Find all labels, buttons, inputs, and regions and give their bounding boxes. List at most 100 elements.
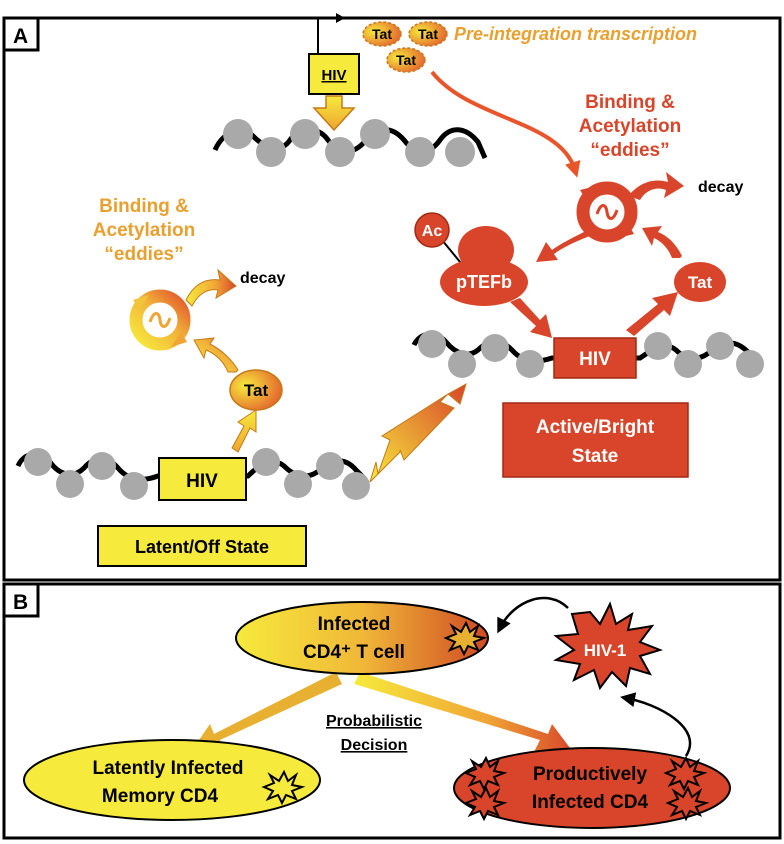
virus-to-cell-arrow <box>497 596 569 634</box>
virus-starburst-icon <box>463 755 508 792</box>
ptefb-body <box>440 258 528 306</box>
left-eddy-cycle-icon <box>129 289 191 351</box>
nucleosome <box>256 137 286 167</box>
infected-line1: Infected <box>318 614 391 635</box>
ac-label: Ac <box>422 223 443 240</box>
nucleosome <box>644 332 672 360</box>
ptefb-to-hiv-arrow <box>510 298 552 338</box>
nucleosome <box>481 334 509 362</box>
left-hiv-to-tat-arrow <box>231 409 257 453</box>
nucleosome <box>360 119 390 149</box>
productive-line2: Infected CD4 <box>532 792 649 813</box>
left-binding-line1: Binding & <box>99 196 189 217</box>
virus-starburst-icon <box>663 755 708 792</box>
productive-cell <box>453 747 731 829</box>
nucleosome <box>516 350 544 378</box>
nucleosome <box>445 137 475 167</box>
panel-a-frame <box>2 16 782 582</box>
tat-label-3: Tat <box>396 52 416 68</box>
left-tat-label: Tat <box>244 381 269 400</box>
nucleosome <box>252 448 280 476</box>
nucleosome <box>342 472 370 500</box>
top-down-arrow <box>312 95 356 132</box>
eddy-to-ptefb-arrow <box>536 230 590 262</box>
nucleosome <box>448 350 476 378</box>
latent-state-label: Latent/Off State <box>135 537 269 557</box>
panel-b-label: B <box>13 591 28 614</box>
tat-oval-1 <box>362 21 402 47</box>
panel-a-label-box <box>2 16 40 52</box>
latent-cell <box>23 739 321 821</box>
right-binding-line1: Binding & <box>585 92 675 113</box>
left-hiv-label: HIV <box>186 471 218 492</box>
nucleosome <box>418 330 446 358</box>
virus-starburst-icon <box>443 620 488 657</box>
active-state-box <box>502 402 689 478</box>
active-state-line1: Active/Bright <box>536 417 655 438</box>
right-hiv-gene <box>553 337 637 379</box>
top-nucleosomes <box>223 119 475 167</box>
latent-state-box <box>97 525 307 567</box>
latent-line2: Memory CD4 <box>102 786 219 807</box>
left-hiv-gene <box>158 457 247 501</box>
nucleosome <box>56 470 84 498</box>
nucleosome <box>316 452 344 480</box>
left-nucleosomes <box>24 448 370 500</box>
tat-oval-3 <box>386 47 426 73</box>
hiv1-label: HIV-1 <box>584 641 627 660</box>
right-decay-label: decay <box>698 179 743 196</box>
left-binding-line2: Acetylation <box>93 220 195 241</box>
infected-cell <box>235 601 489 675</box>
ptefb-label: pTEFb <box>456 272 512 292</box>
nucleosome <box>736 350 764 378</box>
right-nucleosomes <box>418 330 764 378</box>
tat-oval-2 <box>408 21 448 47</box>
right-decay-arrow <box>628 172 684 200</box>
nucleosome <box>120 472 148 500</box>
top-hiv-label: HIV <box>321 67 346 84</box>
nucleosome <box>290 119 320 149</box>
productive-line1: Productively <box>533 764 647 785</box>
nucleosome <box>24 448 52 476</box>
panel-b-frame <box>2 582 782 840</box>
right-tat-label: Tat <box>688 273 713 292</box>
nucleosome <box>223 119 253 149</box>
latent-virus-starburst-icon <box>261 769 306 806</box>
left-binding-line3: “eddies” <box>104 244 183 265</box>
right-eddy-cycle-icon <box>576 181 638 243</box>
flag-arrowhead-icon <box>336 13 345 23</box>
tat-label-2: Tat <box>418 26 438 42</box>
active-state-line2: State <box>572 446 618 467</box>
tat-to-eddy-arrow <box>642 226 682 258</box>
left-tat-to-eddy-arrow <box>193 337 239 373</box>
left-decay-arrow <box>185 268 237 307</box>
panel-a-label: A <box>13 25 28 48</box>
tat-label-1: Tat <box>372 26 392 42</box>
nucleosome <box>325 137 355 167</box>
ac-circle <box>414 212 450 248</box>
nucleosome <box>674 350 702 378</box>
latent-line1: Latently Infected <box>93 758 244 779</box>
right-hiv-label: HIV <box>579 349 611 370</box>
state-transition-arrow <box>369 382 467 483</box>
productive-virus-starbursts <box>463 755 710 822</box>
hiv1-starburst-icon <box>553 601 664 691</box>
nucleosome <box>284 470 312 498</box>
top-hiv-gene <box>308 53 360 95</box>
left-decay-label: decay <box>240 270 285 287</box>
virus-starburst-icon <box>665 785 710 822</box>
tat-to-eddies-arrow <box>430 70 581 178</box>
nucleosome <box>405 137 435 167</box>
productive-to-virus-arrow <box>620 692 692 757</box>
right-binding-line2: Acetylation <box>579 116 681 137</box>
virus-starburst-icon <box>463 785 508 822</box>
decision-line2: Decision <box>341 737 408 754</box>
transcription-start-flag <box>317 17 338 55</box>
hiv-to-tat-arrow <box>626 292 678 336</box>
pre-integration-label: Pre-integration transcription <box>454 24 697 44</box>
panel-b-label-box <box>2 582 40 618</box>
nucleosome <box>88 452 116 480</box>
latent-branch-arrow <box>188 672 342 756</box>
nucleosome <box>706 332 734 360</box>
